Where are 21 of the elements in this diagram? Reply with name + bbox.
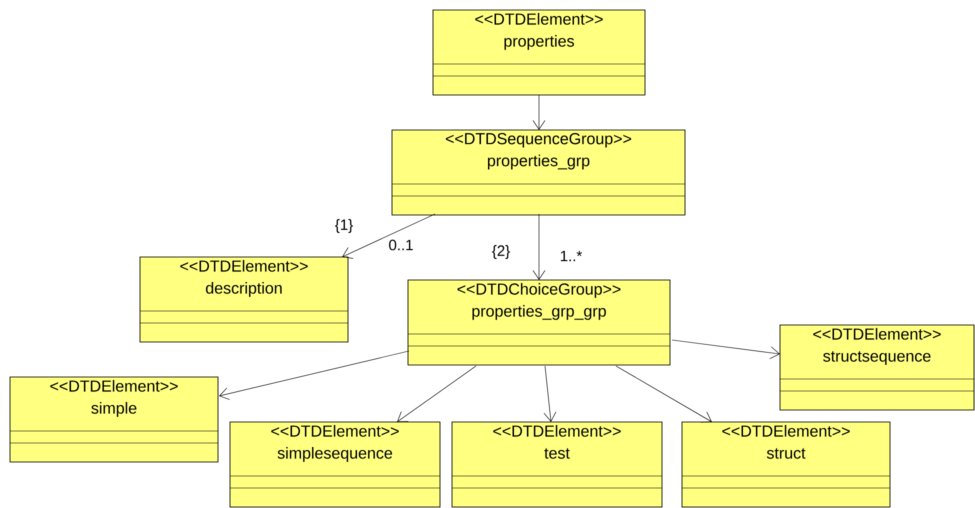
association-arrow (672, 340, 780, 360)
multiplicity-label: 0..1 (389, 240, 413, 250)
association-arrow (219, 350, 410, 400)
constraint-label: {1} (335, 219, 353, 233)
class-box: <<DTDElement>> struct (682, 422, 890, 508)
constraint-label: {2} (492, 245, 510, 259)
class-box: <<DTDElement>> simple (10, 376, 218, 462)
multiplicity-label: 1..* (560, 250, 582, 262)
class-box: <<DTDElement>> structsequence (780, 324, 974, 410)
association-arrow (532, 214, 546, 280)
association-arrow (544, 366, 556, 422)
association-arrow (616, 366, 712, 423)
class-box: <<DTDSequenceGroup>> properties_grp (392, 130, 686, 216)
class-box: <<DTDChoiceGroup>> properties_grp_grp (408, 280, 670, 366)
class-box: <<DTDElement>> description (140, 256, 348, 342)
class-box: <<DTDElement>> properties (432, 10, 646, 96)
association-arrow (342, 214, 436, 259)
class-box: <<DTDElement>> test (452, 422, 662, 508)
class-box: <<DTDElement>> simplesequence (230, 422, 440, 508)
association-arrow (397, 366, 476, 422)
association-arrow (532, 94, 546, 130)
